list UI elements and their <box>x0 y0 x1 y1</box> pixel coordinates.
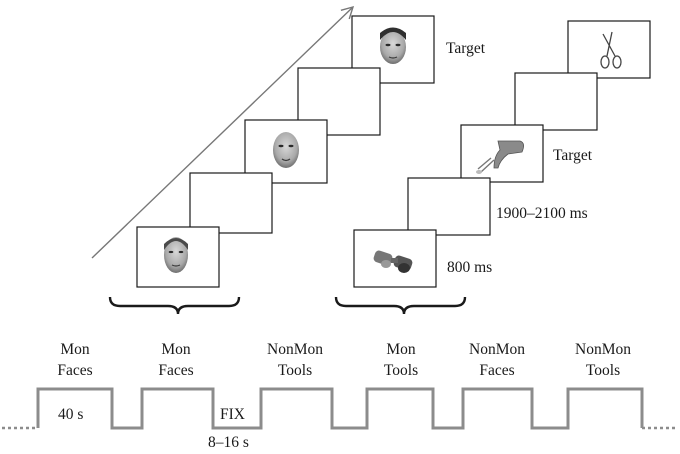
mixer-icon <box>476 140 524 174</box>
fixation-label: FIX <box>220 406 245 423</box>
block-label: NonMon <box>267 341 323 358</box>
faces-target-label: Target <box>446 40 486 57</box>
block-label: Mon <box>161 341 191 358</box>
stimulus-duration-label: 800 ms <box>447 259 492 276</box>
block-label: Mon <box>60 341 90 358</box>
block-label: Faces <box>479 362 514 379</box>
block-duration-label: 40 s <box>58 406 83 423</box>
face-icon <box>380 27 406 64</box>
right-brace <box>334 296 467 315</box>
scissors-icon <box>600 31 622 69</box>
block-label: Tools <box>586 362 620 379</box>
face-icon <box>273 132 299 168</box>
face-icon <box>164 237 188 273</box>
tools-target-label: Target <box>553 147 593 164</box>
block-label: NonMon <box>575 341 631 358</box>
block-timeline <box>36 387 644 430</box>
stimulus-frame <box>353 229 437 288</box>
block-label: Mon <box>386 341 416 358</box>
isi-duration-label: 1900–2100 ms <box>496 205 588 222</box>
stimulus-frame <box>407 177 491 236</box>
block-label: Faces <box>158 362 193 379</box>
fixation-duration-label: 8–16 s <box>208 434 249 451</box>
block-label: Faces <box>57 362 92 379</box>
block-label: Tools <box>384 362 418 379</box>
block-label: Tools <box>278 362 312 379</box>
time-progression-arrow <box>91 5 355 259</box>
faces-sequence: Target <box>136 15 486 288</box>
binoculars-icon <box>373 250 413 273</box>
stimulus-frame <box>189 172 273 234</box>
block-label: NonMon <box>469 341 525 358</box>
left-brace <box>108 296 241 315</box>
tools-sequence: Target 1900–2100 ms 800 ms <box>353 20 651 288</box>
stimulus-frame <box>514 72 598 131</box>
block-labels: Mon Faces Mon Faces NonMon Tools Mon Too… <box>57 341 631 379</box>
